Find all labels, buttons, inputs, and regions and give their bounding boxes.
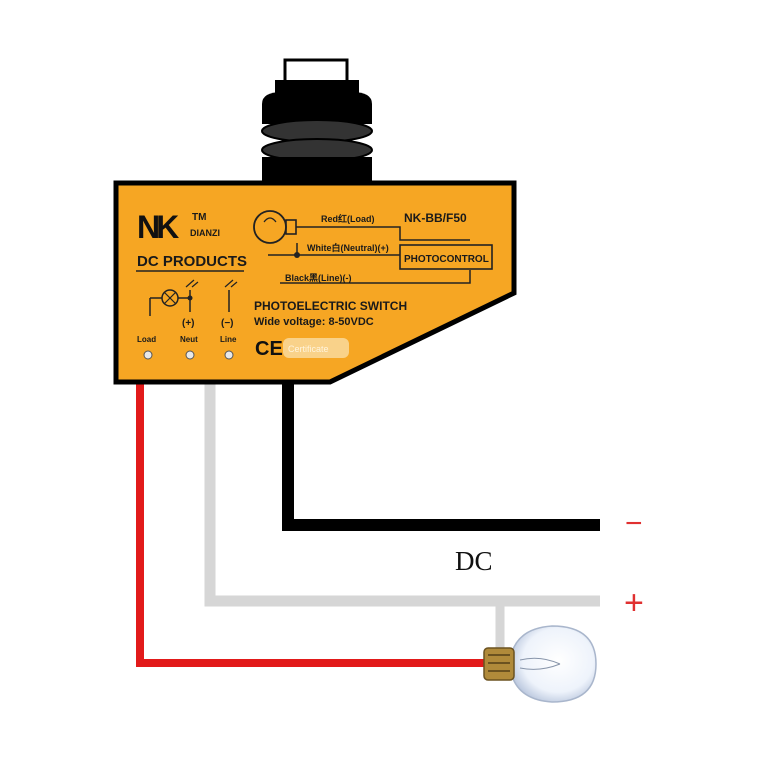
black-line-wire <box>282 380 600 531</box>
dc-supply-label: DC <box>455 546 493 576</box>
schematic-bulb-icon <box>253 210 297 244</box>
product-line: DC PRODUCTS <box>137 253 247 270</box>
terminal-line: Line <box>220 335 237 344</box>
photo-sensor-icon-1 <box>185 279 199 312</box>
terminal-load: Load <box>137 335 156 344</box>
red-load-wire <box>136 382 486 667</box>
sticker-text: Certificate <box>288 344 329 354</box>
brand-logo-text: NK <box>137 209 179 245</box>
plus-symbol: + <box>624 584 644 622</box>
terminal-plus: (+) <box>182 318 195 329</box>
sensor-cap <box>261 58 373 184</box>
voltage-spec: Wide voltage: 8-50VDC <box>254 316 374 328</box>
ce-mark: CE <box>255 338 283 360</box>
terminal-screw-load <box>143 350 153 360</box>
label-schematic: PHOTOCONTROL NK-BB/F50 Red红(Load) White白… <box>253 210 493 284</box>
lamp-symbol-icon <box>149 289 190 316</box>
brand-name: DIANZI <box>190 228 220 238</box>
device-title: PHOTOELECTRIC SWITCH <box>254 299 407 313</box>
wire-white-label: White白(Neutral)(+) <box>307 242 389 253</box>
terminal-minus: (−) <box>221 318 234 329</box>
brand-logo: NK TM DIANZI DC PRODUCTS <box>136 209 247 272</box>
photocontrol-label: PHOTOCONTROL <box>404 254 489 265</box>
wire-black-label: Black黑(Line)(-) <box>285 273 352 283</box>
white-neutral-wire <box>204 382 600 607</box>
certificate-sticker: Certificate <box>283 338 349 358</box>
terminal-screw-neut <box>185 350 195 360</box>
terminal-screw-line <box>224 350 234 360</box>
wires <box>136 380 600 667</box>
minus-symbol: − <box>625 507 643 540</box>
photocontrol-box <box>399 244 493 270</box>
wire-red-label: Red红(Load) <box>321 213 375 224</box>
terminal-neut: Neut <box>180 335 198 344</box>
terminal-symbols: (+) (−) Load Neut Line <box>137 279 238 360</box>
photo-sensor-icon-2 <box>224 279 238 312</box>
model-number: NK-BB/F50 <box>404 211 467 225</box>
trademark-text: TM <box>192 212 206 223</box>
light-bulb-icon <box>483 625 597 703</box>
